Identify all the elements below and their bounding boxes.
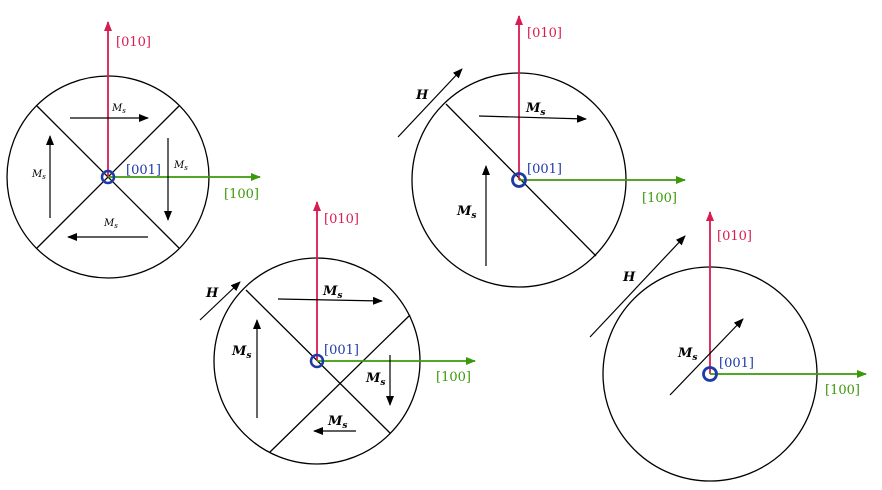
label-001: [001] (324, 343, 359, 358)
field-arrow (397, 68, 463, 138)
label-100: [100] (224, 187, 259, 202)
field-label: H (415, 88, 429, 103)
field-label: H (622, 270, 636, 285)
ms-label: Ms (677, 346, 697, 363)
label-001: [001] (527, 162, 562, 177)
axis-001-marker (100, 169, 116, 185)
label-001: [001] (126, 163, 161, 178)
field-label: H (205, 286, 219, 301)
ms-label: Ms (365, 371, 385, 388)
axis-001-marker (511, 172, 527, 188)
label-010: [010] (116, 35, 151, 50)
domain-diagram-2: [010] [100] [001] H Ms Ms Ms Ms (199, 201, 476, 465)
ms-label: Ms (31, 169, 46, 181)
ms-label: Ms (103, 218, 118, 230)
ms-label: Ms (173, 160, 188, 172)
label-100: [100] (436, 370, 471, 385)
domain-diagram-1: [010] [100] [001] Ms Ms Ms Ms (6, 21, 261, 279)
ms-label: Ms (456, 204, 476, 221)
ms-label: Ms (111, 103, 126, 115)
label-010: [010] (527, 26, 562, 41)
label-001: [001] (719, 356, 754, 371)
domain-diagram-3: [010] [100] [001] H Ms Ms (397, 15, 686, 288)
domain-wall (269, 314, 411, 453)
domain-diagram-4: [010] [100] [001] H Ms (589, 211, 867, 482)
axis-001-marker (309, 353, 325, 369)
label-010: [010] (717, 229, 752, 244)
ms-label: Ms (322, 284, 342, 301)
label-010: [010] (324, 212, 359, 227)
ms-label: Ms (525, 101, 545, 118)
label-100: [100] (825, 383, 860, 398)
field-arrow (199, 281, 241, 321)
field-arrow (589, 235, 686, 338)
magnetization-arrow (478, 114, 587, 123)
label-100: [100] (642, 191, 677, 206)
ms-label: Ms (327, 414, 347, 431)
magnetization-arrow (277, 296, 383, 305)
magnetization-arrow (669, 318, 744, 396)
ms-label: Ms (231, 344, 251, 361)
axis-001-marker (702, 366, 718, 382)
